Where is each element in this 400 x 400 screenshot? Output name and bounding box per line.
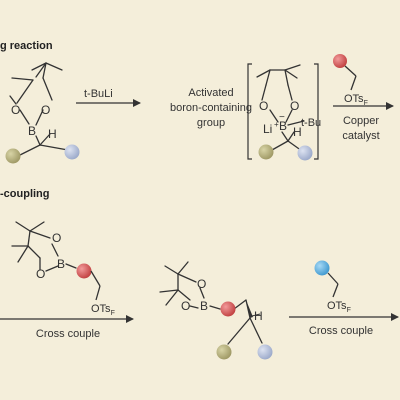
atom-h: H (293, 125, 302, 139)
atom-o: O (36, 267, 45, 281)
blue-ball-bonds (327, 272, 339, 298)
bracket-right (314, 63, 319, 160)
molecule-boronate-red (11, 221, 77, 272)
atom-b: B (200, 299, 208, 313)
atom-o: O (259, 99, 268, 113)
reagent-red-ball (333, 54, 347, 68)
activated-label-line1: Activated (188, 87, 233, 99)
cross-couple-label-2: Cross couple (309, 325, 373, 337)
atom-o: O (290, 99, 299, 113)
activated-label-line3: group (197, 117, 225, 129)
atom-o: O (41, 103, 50, 117)
atom-o: O (11, 103, 20, 117)
substituent-olive-ball (258, 144, 274, 160)
substituent-olive-ball (5, 148, 21, 164)
tbu-group: t-Bu (301, 117, 321, 129)
catalyst-label-line1: Copper (343, 115, 379, 127)
substituent-lilac-ball (257, 344, 273, 360)
catalyst-label-line2: catalyst (342, 130, 379, 142)
charge-minus: − (279, 112, 285, 123)
atom-o: O (181, 299, 190, 313)
atom-b: B (57, 257, 65, 271)
substituent-lilac-ball (64, 144, 80, 160)
activated-label-line2: boron-containing (170, 102, 252, 114)
reagent-label: t-BuLi (84, 88, 113, 100)
reagent-red-bonds (344, 65, 357, 91)
atom-b: B (279, 119, 287, 133)
substituent-red-ball (220, 301, 236, 317)
atom-h: H (48, 127, 57, 141)
atom-o: O (197, 277, 206, 291)
substituent-olive-ball (216, 344, 232, 360)
reagent-blue-ball (314, 260, 330, 276)
red-ball-bonds (90, 270, 101, 301)
reagent-otsf: OTsF (327, 300, 351, 314)
section2-heading: -coupling (0, 188, 50, 200)
wedge-bond (246, 300, 253, 318)
section1-heading: g reaction (0, 40, 53, 52)
bracket-left (247, 63, 252, 160)
atom-h: H (254, 309, 263, 323)
substituent-red-ball (76, 263, 92, 279)
molecule-pinacol-boronate-start (9, 62, 69, 157)
molecule-activated-boronate (256, 64, 305, 152)
atom-b: B (28, 124, 36, 138)
atom-li: Li (263, 122, 272, 136)
charge-plus: + (274, 120, 279, 129)
reagent-otsf: OTsF (344, 93, 368, 107)
atom-o: O (52, 231, 61, 245)
reagent-otsf: OTsF (91, 303, 115, 317)
substituent-lilac-ball (297, 145, 313, 161)
cross-couple-label-1: Cross couple (36, 328, 100, 340)
h-bond (251, 313, 261, 317)
